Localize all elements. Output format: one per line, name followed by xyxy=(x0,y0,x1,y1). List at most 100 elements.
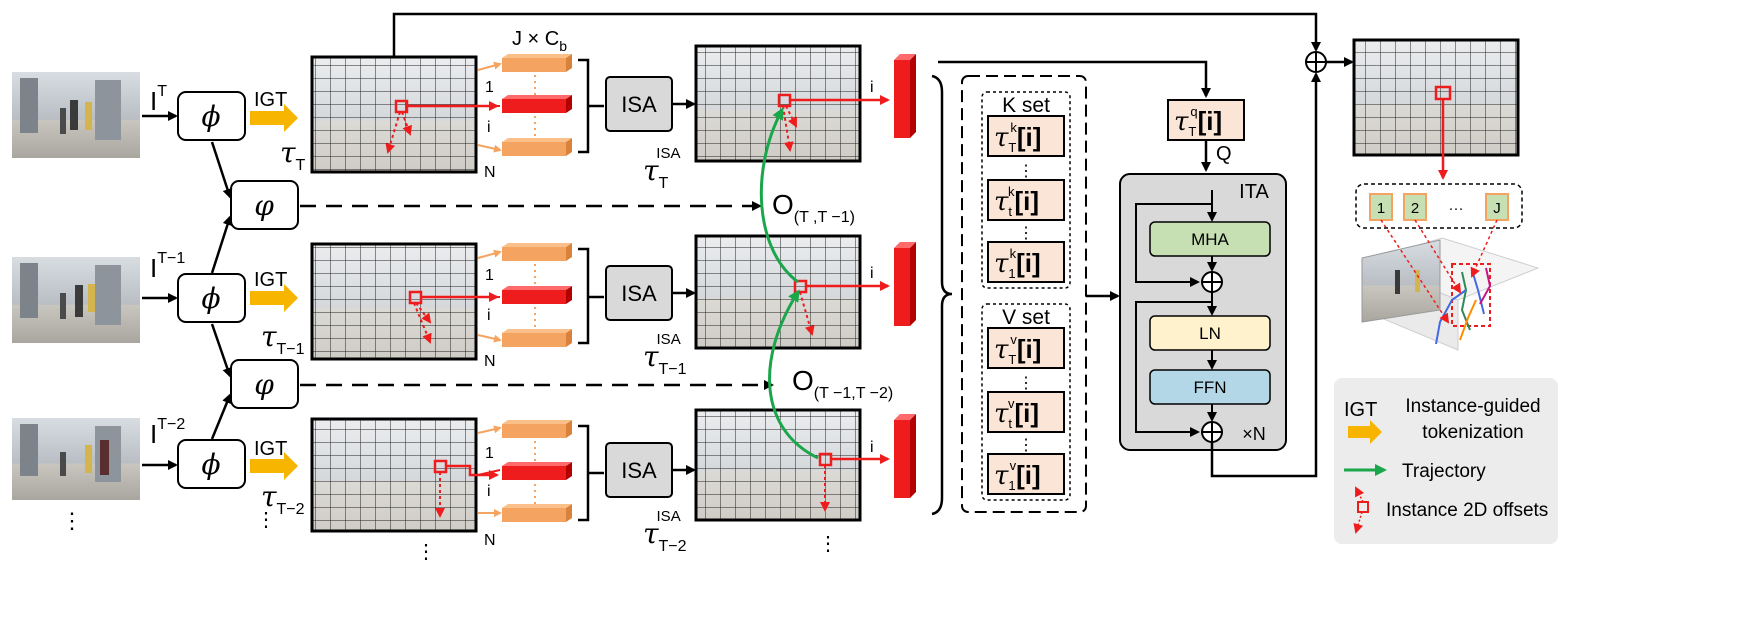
svg-text:ISA: ISA xyxy=(621,458,657,483)
svg-text:i: i xyxy=(487,307,491,324)
igt-arrow-t: IGT xyxy=(250,89,298,132)
svg-text:IGT: IGT xyxy=(254,89,287,111)
svg-text:⋮: ⋮ xyxy=(1018,375,1034,392)
svg-text:i: i xyxy=(870,439,874,456)
skip-connection-line xyxy=(392,12,1321,56)
trajectory-arrow-lower xyxy=(768,289,819,460)
joint-token-2: 2 xyxy=(1403,193,1427,221)
isa-grid-t-1 xyxy=(694,234,890,350)
isa-grid-t xyxy=(694,44,890,163)
arrow-phi-t1-varphi2 xyxy=(210,323,233,378)
trajectory-arrow-upper xyxy=(759,107,799,284)
arrow-ita-output xyxy=(1210,72,1321,478)
input-frame-t xyxy=(12,72,140,158)
svg-text:i: i xyxy=(870,265,874,282)
token-grid-t-1 xyxy=(310,242,478,361)
svg-text:τTq[i]: τTq[i] xyxy=(1174,104,1222,139)
k-set-cell-1: τ1k[i] xyxy=(987,241,1065,283)
tau-isa-label-t-2: τT−2ISA xyxy=(643,508,687,555)
svg-text:φ: φ xyxy=(254,189,274,222)
varphi-box-1: φ xyxy=(230,180,299,230)
svg-text:N: N xyxy=(484,532,496,549)
svg-text:⋮: ⋮ xyxy=(1018,163,1034,180)
isa-grid-t-2 xyxy=(694,408,890,522)
svg-text:ϕ: ϕ xyxy=(201,282,220,315)
svg-text:1: 1 xyxy=(485,79,494,96)
varphi-box-2: φ xyxy=(230,359,299,409)
token-grid-t xyxy=(310,55,478,174)
svg-text:IGT: IGT xyxy=(1344,399,1377,421)
joint-token-1: 1 xyxy=(1369,193,1393,221)
kv-sets-container xyxy=(961,75,1087,513)
svg-text:K set: K set xyxy=(1002,94,1050,117)
tau-isa-label-t-1: τT−1ISA xyxy=(643,331,687,378)
offset-label-2: O(T −1,T −2) xyxy=(792,365,893,402)
svg-text:IGT: IGT xyxy=(254,269,287,291)
input-label-t: IT xyxy=(150,83,167,116)
svg-text:ISA: ISA xyxy=(621,92,657,117)
add-icon-1 xyxy=(1201,271,1223,293)
svg-text:N: N xyxy=(484,353,496,370)
svg-text:Instance-guided: Instance-guided xyxy=(1405,396,1540,417)
svg-text:V set: V set xyxy=(1002,306,1050,329)
svg-text:tokenization: tokenization xyxy=(1422,422,1523,443)
input-frame-t-1 xyxy=(12,257,140,343)
svg-text:1: 1 xyxy=(1377,200,1385,217)
feature-bar-t: i xyxy=(870,54,916,138)
arrow-phi-t2-varphi2 xyxy=(210,393,232,440)
isa-box-t-1: ISA xyxy=(605,265,673,321)
joint-token-j: J xyxy=(1485,193,1509,221)
svg-text:τTv[i]: τTv[i] xyxy=(994,332,1041,367)
svg-text:J: J xyxy=(1493,200,1501,217)
svg-text:τ1k[i]: τ1k[i] xyxy=(994,246,1041,281)
svg-text:Trajectory: Trajectory xyxy=(1402,461,1486,482)
k-set: K set τTk[i] ⋮ τtk[i] ⋮ τ1k[i] xyxy=(981,91,1071,289)
svg-text:×N: ×N xyxy=(1242,424,1266,444)
feature-bar-t-2: i xyxy=(870,414,916,498)
isa-box-t-2: ISA xyxy=(605,442,673,498)
input-frame-t-2 xyxy=(12,418,140,500)
input-vdots: ⋮ xyxy=(61,508,83,533)
offset-label-1: O(T ,T −1) xyxy=(772,189,855,226)
svg-text:ITA: ITA xyxy=(1239,181,1269,203)
k-set-cell-T: τTk[i] xyxy=(987,115,1065,157)
svg-text:τTk[i]: τTk[i] xyxy=(994,120,1041,155)
svg-text:ϕ: ϕ xyxy=(201,100,220,133)
svg-text:i: i xyxy=(870,79,874,96)
igt-arrow-t-1: IGT xyxy=(250,269,298,312)
ffn-block: FFN xyxy=(1149,369,1271,405)
query-box: τTq[i] xyxy=(1167,99,1245,141)
add-icon-2 xyxy=(1201,421,1223,443)
isa-grid-vdots: ⋮ xyxy=(818,533,838,555)
token-bars-t: 1 i N xyxy=(477,54,590,181)
tau-label-t: τT xyxy=(280,136,306,174)
tau-isa-label-t: τTISA xyxy=(643,145,680,192)
tau-label-t-2: τT−2 xyxy=(261,480,305,518)
v-set-cell-1: τ1v[i] xyxy=(987,453,1065,495)
grid-vdots: ⋮ xyxy=(416,541,436,563)
phi-box-t: ϕ xyxy=(177,91,246,141)
final-add-icon xyxy=(1305,51,1327,73)
svg-text:i: i xyxy=(487,119,491,136)
mha-block: MHA xyxy=(1149,221,1271,257)
svg-text:i: i xyxy=(487,483,491,500)
phi-box-t-2: ϕ xyxy=(177,439,246,489)
svg-text:···: ··· xyxy=(1449,200,1464,217)
svg-text:IGT: IGT xyxy=(254,438,287,460)
svg-text:1: 1 xyxy=(485,267,494,284)
v-set-cell-T: τTv[i] xyxy=(987,327,1065,369)
svg-text:ISA: ISA xyxy=(621,281,657,306)
arrow-phi-t1-varphi xyxy=(210,215,233,274)
query-label: Q xyxy=(1216,143,1232,165)
instance-marker-t-2 xyxy=(433,459,499,518)
v-set: V set τTv[i] ⋮ τtv[i] ⋮ τ1v[i] xyxy=(981,303,1071,501)
feature-bracket xyxy=(931,74,953,516)
legend-trajectory: Trajectory xyxy=(1344,461,1486,482)
legend: IGT Instance-guided tokenization Traject… xyxy=(1334,378,1558,544)
token-grid-t-2 xyxy=(310,417,478,533)
svg-text:N: N xyxy=(484,164,496,181)
svg-text:LN: LN xyxy=(1199,324,1221,343)
output-grid xyxy=(1352,38,1520,180)
phi-box-t-1: ϕ xyxy=(177,273,246,323)
v-set-cell-t: τtv[i] xyxy=(987,391,1065,433)
